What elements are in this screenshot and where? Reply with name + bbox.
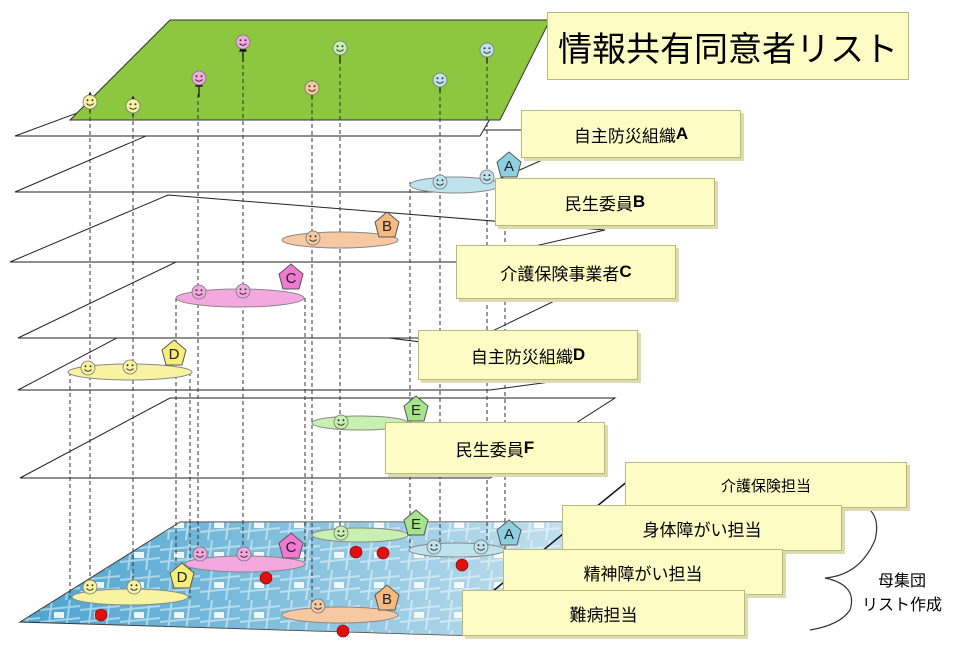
letter-tags bbox=[161, 151, 522, 611]
department-shintai: 身体障がい担当 bbox=[562, 505, 842, 551]
population-label-line2: リスト作成 bbox=[861, 597, 942, 614]
page-title: 情報共有同意者リスト bbox=[547, 12, 909, 80]
department-nanbyo: 難病担当 bbox=[462, 590, 745, 636]
population-label: 母集団 リスト作成 bbox=[852, 570, 952, 618]
connectors bbox=[69, 58, 506, 605]
letter-tag-texts: A B C D E A B C D E bbox=[169, 158, 514, 608]
department-seishin: 精神障がい担当 bbox=[503, 549, 783, 595]
tag-e: E bbox=[411, 402, 421, 419]
group-ellipses bbox=[67, 176, 506, 624]
department-kaigo: 介護保険担当 bbox=[625, 462, 907, 508]
tag-a: A bbox=[504, 158, 514, 175]
tag-d: D bbox=[169, 346, 180, 363]
population-brace bbox=[809, 509, 878, 631]
top-plane bbox=[68, 19, 551, 121]
base-tag-a: A bbox=[504, 526, 514, 543]
base-tag-d: D bbox=[177, 569, 188, 586]
tag-c: C bbox=[286, 270, 297, 287]
red-markers bbox=[94, 545, 469, 638]
tag-b: B bbox=[382, 218, 392, 235]
base-tag-b: B bbox=[382, 591, 392, 608]
population-label-line1: 母集団 bbox=[877, 573, 926, 590]
base-tag-c: C bbox=[286, 539, 297, 556]
base-tag-e: E bbox=[411, 516, 421, 533]
